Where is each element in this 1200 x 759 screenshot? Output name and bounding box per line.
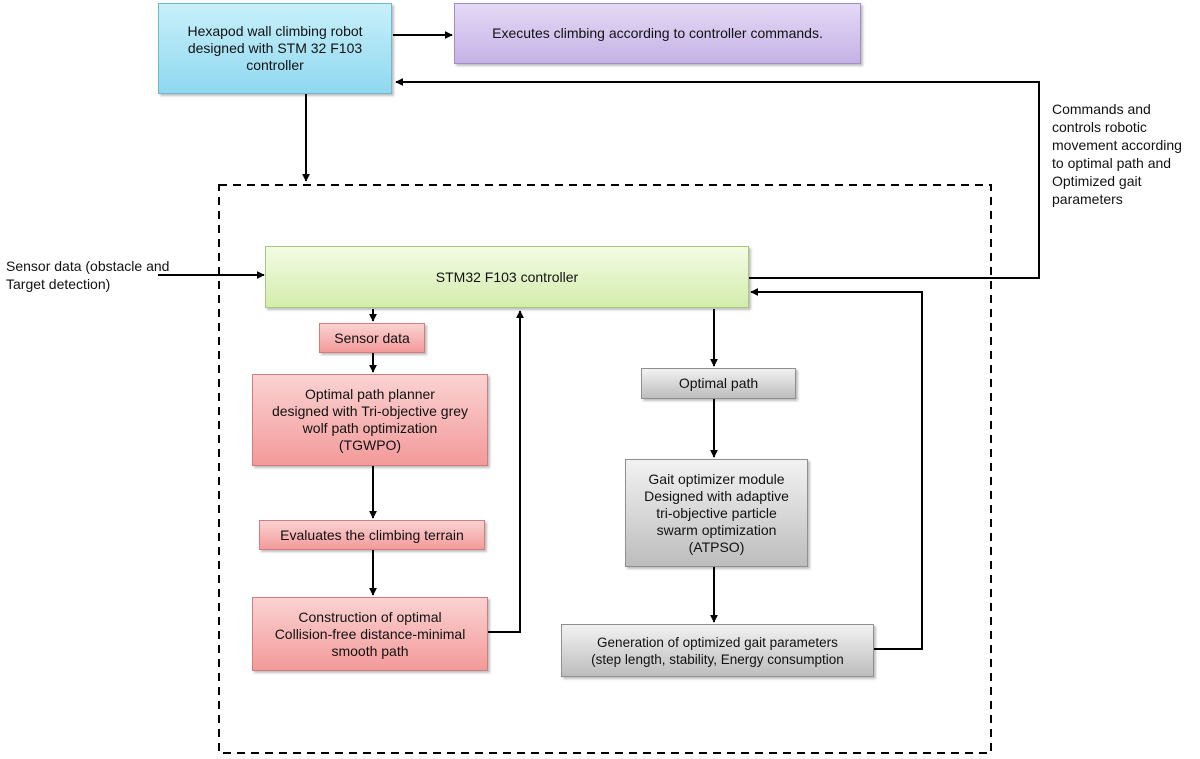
- gait-optimizer-label: Gait optimizer module Designed with adap…: [644, 470, 789, 555]
- controller-subsystem-boundary: [218, 184, 992, 754]
- gait-parameters-label: Generation of optimized gait parameters …: [591, 634, 844, 667]
- sensor-data-label: Sensor data: [334, 329, 410, 346]
- path-planner-label: Optimal path planner designed with Tri-o…: [271, 386, 469, 453]
- arrow-construct-to-controller: [488, 310, 524, 633]
- path-planner-box: Optimal path planner designed with Tri-o…: [252, 374, 488, 466]
- controller-label: STM32 F103 controller: [435, 268, 579, 285]
- commands-label: Commands and controls robotic movement a…: [1052, 101, 1182, 207]
- arrow-controller-commands-to-robot: [395, 78, 1040, 279]
- robot-label: Hexapod wall climbing robot designed wit…: [187, 23, 363, 73]
- gait-parameters-box: Generation of optimized gait parameters …: [561, 624, 874, 677]
- evaluate-terrain-label: Evaluates the climbing terrain: [280, 526, 464, 543]
- construct-path-label: Construction of optimal Collision-free d…: [274, 608, 466, 659]
- optimal-path-label: Optimal path: [678, 375, 759, 391]
- controller-box: STM32 F103 controller: [265, 246, 749, 308]
- execute-label: Executes climbing according to controlle…: [492, 25, 823, 41]
- robot-box: Hexapod wall climbing robot designed wit…: [158, 3, 392, 94]
- sensor-data-box: Sensor data: [319, 323, 425, 353]
- evaluate-terrain-box: Evaluates the climbing terrain: [259, 520, 485, 550]
- optimal-path-box: Optimal path: [641, 368, 796, 399]
- arrow-parameters-to-controller: [750, 288, 923, 650]
- construct-path-box: Construction of optimal Collision-free d…: [252, 597, 488, 671]
- gait-optimizer-box: Gait optimizer module Designed with adap…: [625, 459, 808, 567]
- execute-box: Executes climbing according to controlle…: [454, 3, 861, 64]
- sensor-input-label: Sensor data (obstacle and Target detecti…: [6, 258, 170, 292]
